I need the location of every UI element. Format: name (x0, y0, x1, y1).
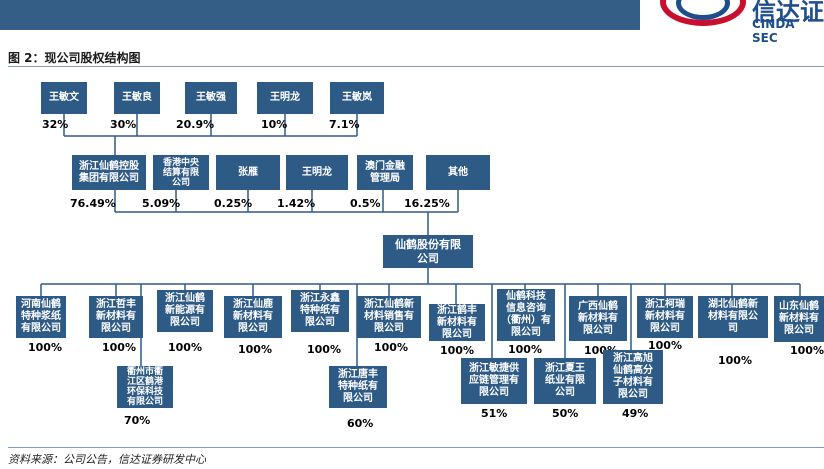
holder-box: 王敏强 (185, 82, 237, 114)
subsidiary-box: 山东仙鹤 新材料有 限公司 (774, 296, 824, 342)
subsidiary-pct: 100% (168, 341, 202, 354)
center-company-box: 仙鹤股份有限 公司 (383, 235, 473, 268)
logo-text-cn: 信达证 (752, 0, 824, 26)
shareholder-pct: 1.42% (277, 197, 316, 210)
subsidiary-pct: 100% (28, 341, 62, 354)
subsidiary-pct: 49% (622, 407, 649, 420)
shareholder-pct: 76.49% (70, 197, 116, 210)
subsidiary-pct: 100% (508, 343, 542, 356)
subsidiary-box: 浙江柯瑞 新材料有 限公司 (637, 296, 693, 338)
shareholder-pct: 0.5% (350, 197, 381, 210)
source-note: 资料来源：公司公告，信达证券研发中心 (8, 453, 206, 466)
holder-pct: 30% (110, 118, 137, 131)
subsidiary-pct: 100% (718, 354, 752, 367)
holder-box: 王敏岚 (330, 82, 384, 114)
subsidiary-box: 浙江仙鹿 新材料有 限公司 (224, 296, 282, 338)
header-band (0, 0, 640, 30)
holder-box: 王明龙 (257, 82, 313, 114)
title-divider (8, 66, 824, 67)
shareholder-box: 浙江仙鹤控股 集团有限公司 (72, 155, 146, 190)
subsidiary-pct: 100% (374, 341, 408, 354)
subsidiary-box: 浙江鹤丰 新材料有 限公司 (429, 304, 485, 341)
subsidiary-box: 仙鹤科技 信息咨询 （衢州）有 限公司 (497, 289, 555, 341)
holder-box: 王敏文 (41, 82, 87, 114)
subsidiary-pct: 100% (102, 341, 136, 354)
subsidiary-box: 浙江仙鹤 新能源有 限公司 (157, 290, 213, 332)
logo-inner-arc (676, 0, 730, 20)
subsidiary-box: 衢州市衢 江区鹤港 环保科技 有限公司 (117, 366, 173, 408)
subsidiary-pct: 60% (347, 417, 374, 430)
holder-pct: 10% (261, 118, 288, 131)
holder-box: 王敏良 (114, 82, 160, 114)
holder-pct: 7.1% (329, 118, 360, 131)
subsidiary-pct: 100% (790, 344, 824, 357)
subsidiary-box: 湖北仙鹤新 材料有限公 司 (698, 296, 768, 338)
subsidiary-box: 河南仙鹤 特种浆纸 有限公司 (16, 296, 66, 338)
subsidiary-pct: 70% (124, 414, 151, 427)
subsidiary-box: 广西仙鹤 新材料有 限公司 (569, 296, 627, 341)
subsidiary-box: 浙江夏王 纸业有限 公司 (534, 358, 596, 404)
shareholder-pct: 5.09% (142, 197, 181, 210)
shareholder-box: 澳门金融 管理局 (357, 155, 413, 190)
shareholder-box: 香港中央 结算有限 公司 (153, 155, 209, 190)
subsidiary-pct: 100% (238, 343, 272, 356)
holder-pct: 20.9% (176, 118, 215, 131)
subsidiary-box: 浙江哲丰 新材料有 限公司 (89, 296, 143, 338)
subsidiary-pct: 100% (440, 344, 474, 357)
subsidiary-box: 浙江永鑫 特种纸有 限公司 (291, 290, 349, 332)
shareholder-box: 王明龙 (286, 155, 348, 190)
subsidiary-pct: 50% (552, 407, 579, 420)
subsidiary-pct: 100% (307, 343, 341, 356)
subsidiary-pct: 100% (648, 339, 682, 352)
subsidiary-pct: 51% (481, 407, 508, 420)
subsidiary-box: 浙江唐丰 特种纸有 限公司 (329, 366, 387, 408)
logo-text-en: CINDA SEC (752, 17, 795, 45)
shareholder-box: 张雁 (216, 155, 280, 190)
subsidiary-box: 浙江仙鹤新 材料销售有 限公司 (357, 296, 421, 338)
source-divider (8, 447, 824, 448)
shareholder-box: 其他 (426, 155, 490, 190)
shareholder-pct: 0.25% (214, 197, 253, 210)
figure-title: 图 2：现公司股权结构图 (8, 51, 141, 65)
shareholder-pct: 16.25% (404, 197, 450, 210)
subsidiary-box: 浙江敏捷供 应链管理有 限公司 (461, 358, 527, 404)
holder-pct: 32% (42, 118, 69, 131)
subsidiary-box: 浙江高旭 仙鹤高分 子材料有 限公司 (603, 350, 663, 404)
